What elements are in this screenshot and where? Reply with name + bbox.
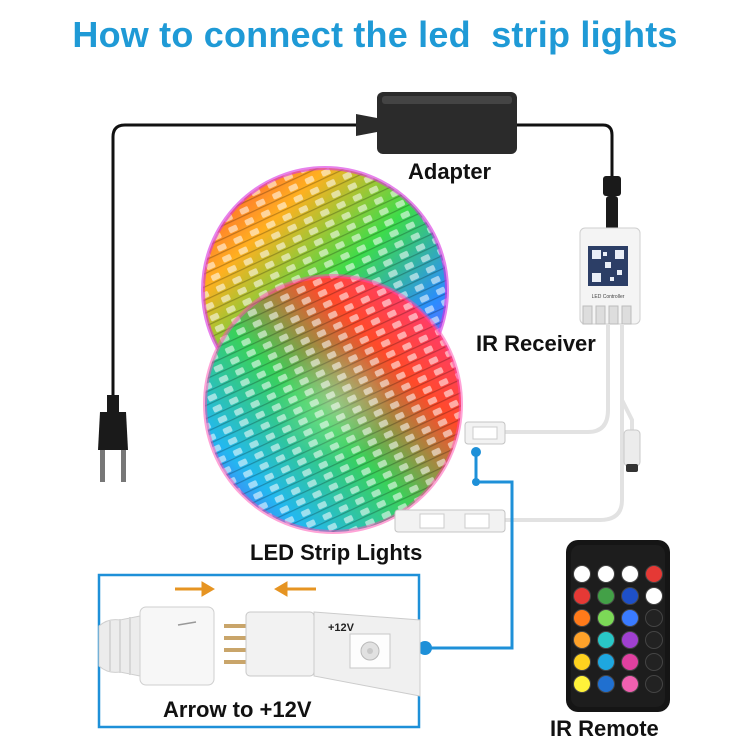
adapter-box xyxy=(356,92,517,154)
remote-button-0 xyxy=(573,565,591,583)
strip-connector-a xyxy=(464,421,506,445)
led-reel-bottom xyxy=(203,274,463,534)
remote-button-5 xyxy=(597,587,615,605)
power-plug-icon xyxy=(98,395,128,482)
remote-button-17 xyxy=(597,653,615,671)
remote-button-21 xyxy=(597,675,615,693)
remote-button-12 xyxy=(573,631,591,649)
zoom-strip-end xyxy=(245,611,421,697)
remote-button-4 xyxy=(573,587,591,605)
label-adapter: Adapter xyxy=(408,159,492,184)
remote-button-6 xyxy=(621,587,639,605)
remote-button-22 xyxy=(621,675,639,693)
ir-receiver-device: LED Controller xyxy=(579,227,641,325)
remote-button-14 xyxy=(621,631,639,649)
label-ir-remote: IR Remote xyxy=(550,716,659,741)
leader-dot-end xyxy=(418,641,432,655)
remote-button-1 xyxy=(597,565,615,583)
ir-sensor xyxy=(623,429,641,472)
leader-dot-top xyxy=(471,447,481,457)
remote-button-18 xyxy=(621,653,639,671)
label-ir-receiver: IR Receiver xyxy=(476,331,596,356)
dc-connector xyxy=(603,176,621,232)
arrow-left-icon xyxy=(274,581,316,597)
power-cable xyxy=(111,123,614,405)
zoom-pins xyxy=(224,624,246,664)
label-led-strip: LED Strip Lights xyxy=(250,540,423,565)
page-title: How to connect the led strip lights xyxy=(72,14,678,55)
remote-button-16 xyxy=(573,653,591,671)
remote-button-15 xyxy=(645,631,663,649)
remote-button-13 xyxy=(597,631,615,649)
arrow-right-icon xyxy=(175,581,215,597)
zoom-plug xyxy=(98,606,215,686)
controller-label: LED Controller xyxy=(592,294,625,300)
remote-button-7 xyxy=(645,587,663,605)
remote-button-11 xyxy=(645,609,663,627)
strip-connector-b xyxy=(394,509,506,533)
remote-button-20 xyxy=(573,675,591,693)
connector-leader xyxy=(428,452,514,650)
remote-button-10 xyxy=(621,609,639,627)
remote-button-19 xyxy=(645,653,663,671)
remote-button-9 xyxy=(597,609,615,627)
ir-remote-device xyxy=(566,540,670,712)
remote-button-3 xyxy=(645,565,663,583)
leader-dot-mid xyxy=(472,478,480,486)
remote-button-8 xyxy=(573,609,591,627)
remote-button-grid xyxy=(573,565,663,693)
remote-button-2 xyxy=(621,565,639,583)
plus12v-label: +12V xyxy=(328,622,355,634)
remote-button-23 xyxy=(645,675,663,693)
label-arrow-12v: Arrow to +12V xyxy=(163,697,312,722)
